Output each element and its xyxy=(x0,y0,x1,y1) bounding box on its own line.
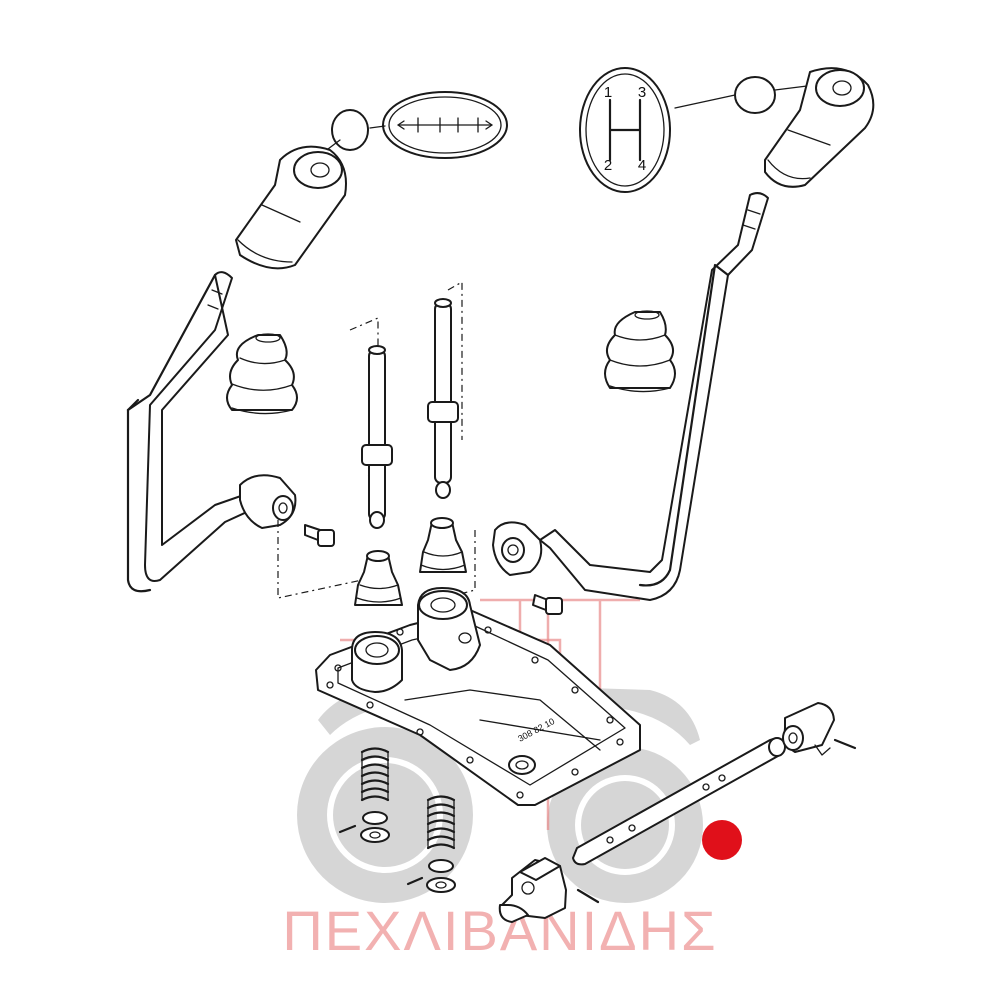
fork-roll-pin xyxy=(576,888,600,904)
shift-shaft xyxy=(572,737,786,866)
collar-roll-pin xyxy=(833,738,857,750)
highlight-marker-dot xyxy=(702,820,742,860)
gearbox-cover-plate: 308 82 10 xyxy=(315,587,641,806)
left-decal-disc xyxy=(331,109,369,151)
right-ball-washers xyxy=(426,859,456,893)
shift-gear-1-label: 1 xyxy=(604,84,612,101)
shift-fork-block xyxy=(498,857,567,923)
left-shift-lever-rod xyxy=(126,271,263,593)
left-pivot-seal xyxy=(354,550,403,606)
left-selector-rod xyxy=(361,345,393,529)
left-lever-bolt xyxy=(304,524,335,547)
left-shift-emblem-oval xyxy=(382,91,508,159)
right-shift-lever-rod xyxy=(539,192,769,601)
cover-plate-bolt-holes xyxy=(326,626,624,799)
left-detent-pin xyxy=(338,824,357,834)
right-detent-pin xyxy=(406,876,424,886)
left-detent-spring xyxy=(360,747,390,802)
right-decal-disc xyxy=(734,76,776,114)
right-selector-rod xyxy=(427,298,459,499)
left-lever-clevis xyxy=(239,474,297,529)
left-rubber-boot xyxy=(226,333,298,415)
right-shift-knob xyxy=(764,67,875,188)
shaft-end-collar xyxy=(782,702,835,756)
right-detent-spring xyxy=(426,795,456,850)
shift-gear-4-label: 4 xyxy=(638,157,646,174)
right-shift-pattern-emblem: 1 3 2 4 xyxy=(579,67,671,193)
right-rubber-boot xyxy=(604,310,676,393)
cover-drain-boss xyxy=(508,755,536,775)
cover-right-boss xyxy=(417,587,481,671)
right-emblem-leader-line xyxy=(674,94,736,109)
right-lever-bolt xyxy=(532,594,563,615)
shift-gear-2-label: 2 xyxy=(604,157,612,174)
left-shift-knob xyxy=(235,145,347,270)
left-emblem-leader-line xyxy=(369,125,386,129)
right-pivot-seal xyxy=(419,517,467,573)
left-ball-washers xyxy=(360,811,390,843)
right-lever-clevis xyxy=(492,521,543,576)
cover-left-boss xyxy=(351,631,403,693)
shift-gear-3-label: 3 xyxy=(638,84,646,101)
